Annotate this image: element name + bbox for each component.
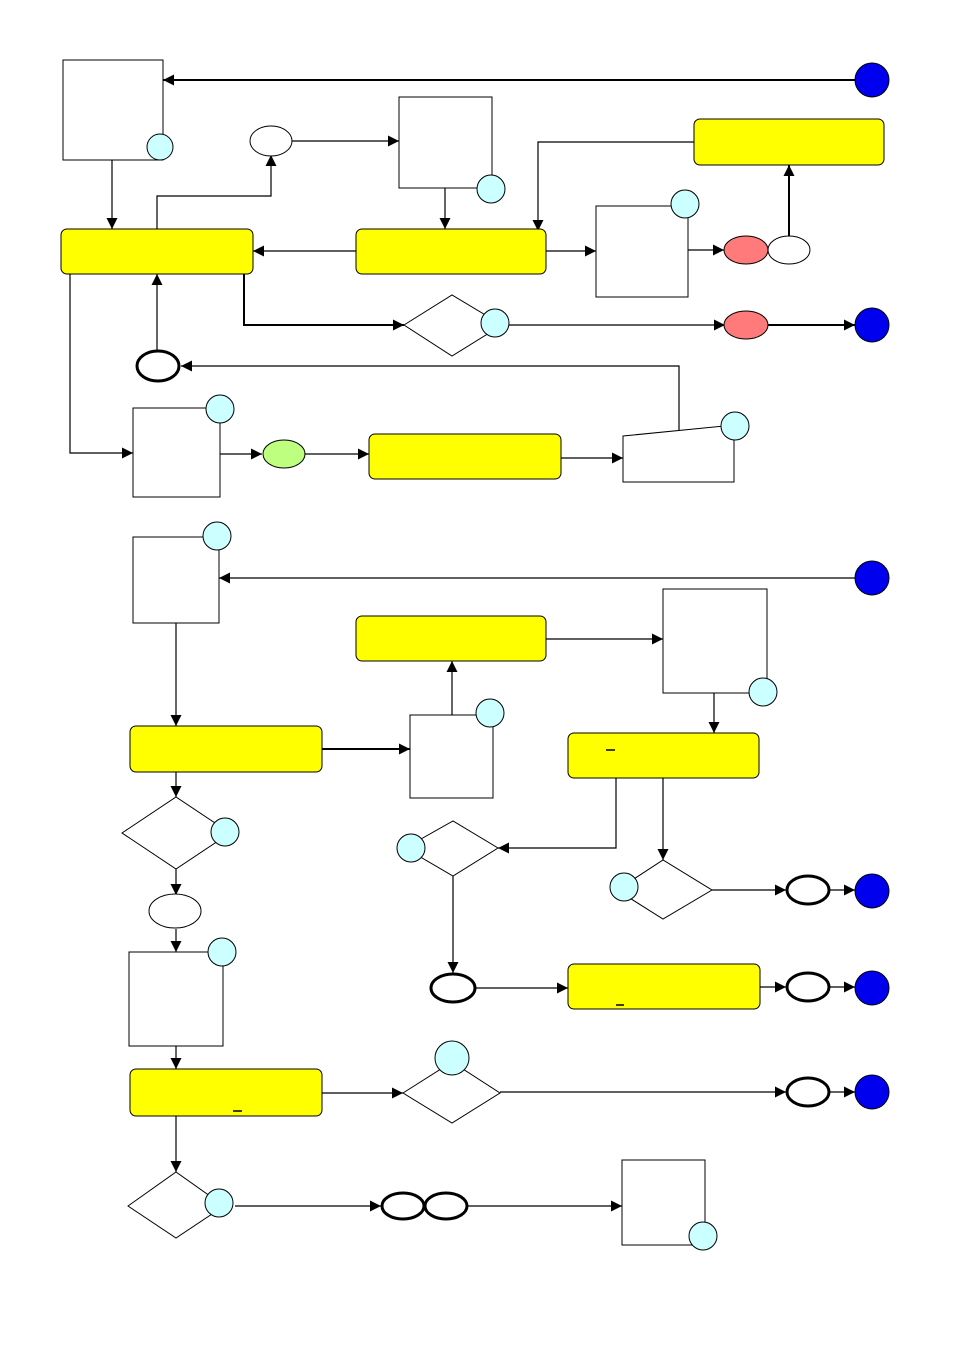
edges-top — [69, 74, 855, 464]
offpage-connector — [854, 873, 890, 909]
document-box — [128, 951, 224, 1047]
process-box — [129, 1068, 323, 1117]
document-box — [132, 407, 221, 498]
offpage-connector — [854, 560, 890, 596]
ref-connector — [720, 411, 750, 441]
ref-connector — [748, 677, 778, 707]
ref-connector — [204, 1188, 234, 1218]
process-box — [567, 732, 760, 779]
document-box — [409, 714, 494, 799]
edge — [181, 360, 680, 433]
document-box — [662, 588, 768, 694]
ref-connector — [670, 189, 700, 219]
ref-connector — [476, 174, 506, 204]
ref-connector — [202, 521, 232, 551]
offpage-connector — [854, 62, 890, 98]
terminal-oval-bold — [785, 874, 831, 906]
decision-diamond — [402, 1061, 501, 1124]
red-connector — [723, 310, 769, 340]
edges-bottom — [170, 572, 855, 1212]
terminal-oval — [767, 235, 811, 265]
manual-input-box — [622, 424, 735, 483]
terminal-oval — [148, 893, 202, 929]
ref-connector — [210, 817, 240, 847]
ref-connector — [688, 1221, 718, 1251]
process-box — [368, 433, 562, 480]
document-box — [62, 59, 164, 161]
ref-connector — [396, 833, 426, 863]
offpage-connector — [854, 1074, 890, 1110]
terminal-oval-bold — [135, 349, 181, 383]
decision-diamond — [616, 859, 713, 920]
process-box — [355, 615, 547, 662]
document-box — [132, 536, 220, 624]
document-box — [595, 205, 689, 298]
edge — [69, 274, 133, 459]
red-connector — [723, 235, 769, 265]
offpage-connector — [854, 970, 890, 1006]
terminal-oval-bold — [423, 1191, 469, 1221]
green-connector — [262, 439, 306, 469]
decision-diamond — [403, 820, 499, 877]
process-box — [567, 963, 761, 1010]
edge — [532, 141, 694, 231]
ref-connector — [480, 308, 510, 338]
ref-connector-large — [434, 1040, 470, 1076]
process-box — [693, 118, 885, 166]
edge — [156, 155, 277, 229]
ref-connector — [205, 394, 235, 424]
edge — [243, 274, 404, 331]
ref-connector — [475, 698, 505, 728]
document-box — [398, 96, 493, 189]
terminal-oval — [249, 125, 293, 157]
terminal-oval-bold — [380, 1191, 426, 1221]
offpage-connector — [854, 307, 890, 343]
ref-connector — [207, 937, 237, 967]
terminal-oval-bold — [785, 1076, 831, 1108]
process-box — [60, 228, 254, 275]
process-box — [129, 725, 323, 773]
process-box — [355, 228, 547, 275]
edge — [498, 778, 617, 854]
ref-connector — [609, 872, 639, 902]
terminal-oval-bold — [785, 971, 831, 1003]
ref-connector — [146, 133, 174, 161]
terminal-oval-bold — [429, 972, 477, 1004]
